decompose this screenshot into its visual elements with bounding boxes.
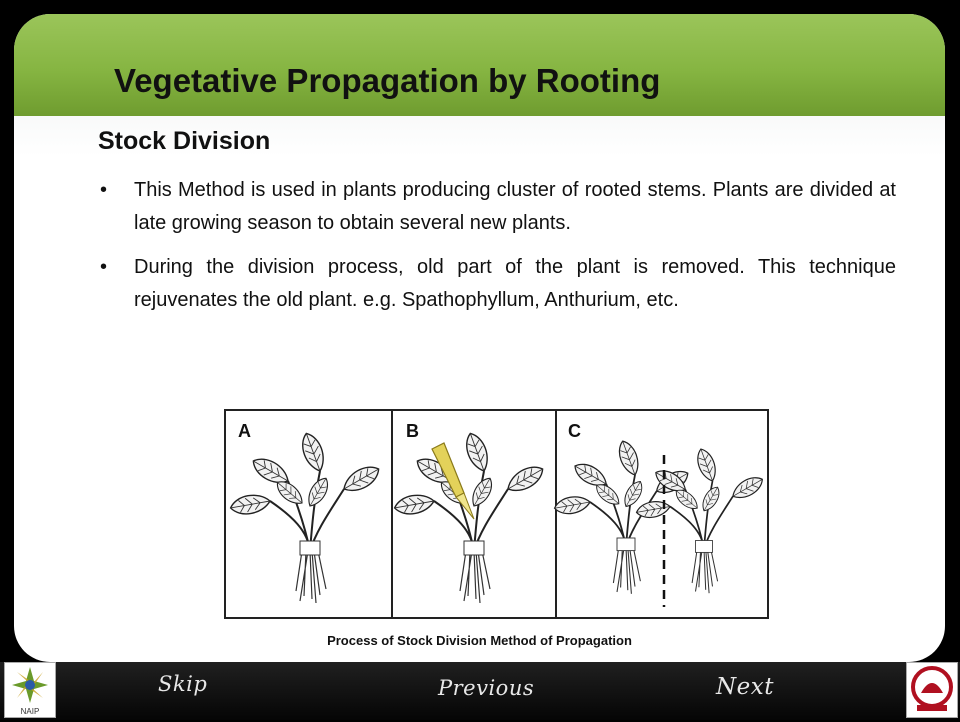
navigation-bar: NAIP Skip Previous Next [0, 662, 960, 720]
plant-drawing-c-left [553, 438, 692, 593]
figure-illustration: A B C [226, 411, 767, 617]
plant-drawing-a [229, 430, 383, 603]
figure-caption: Process of Stock Division Method of Prop… [327, 633, 632, 648]
next-button[interactable]: Next [716, 674, 774, 700]
naip-logo: NAIP [4, 662, 56, 718]
panel-label-c: C [568, 421, 581, 441]
institute-logo [906, 662, 958, 718]
panel-label-a: A [238, 421, 251, 441]
institute-emblem-icon [911, 666, 953, 711]
bullet-marker: • [100, 179, 108, 201]
skip-button[interactable]: Skip [158, 672, 208, 696]
slide-canvas: Vegetative Propagation by Rooting Stock … [14, 14, 945, 662]
slide-title: Vegetative Propagation by Rooting [114, 62, 661, 99]
plant-drawing-b [393, 430, 547, 603]
knife-icon [431, 442, 475, 520]
section-heading: Stock Division [98, 127, 271, 155]
bullet-text: This Method is used in plants producing … [134, 179, 896, 234]
plant-drawing-c-right [635, 446, 766, 593]
previous-button[interactable]: Previous [438, 676, 535, 700]
bullet-marker: • [100, 256, 108, 278]
bullet-item: • During the division process, old part … [100, 251, 896, 317]
naip-logo-text: NAIP [20, 707, 40, 716]
stock-division-figure: A B C [224, 409, 769, 619]
panel-label-b: B [406, 421, 419, 441]
bullet-item: • This Method is used in plants producin… [100, 174, 896, 240]
bullet-text: During the division process, old part of… [134, 256, 896, 311]
naip-emblem-icon [12, 667, 48, 703]
title-band [14, 14, 945, 116]
bullet-list: • This Method is used in plants producin… [100, 174, 896, 328]
